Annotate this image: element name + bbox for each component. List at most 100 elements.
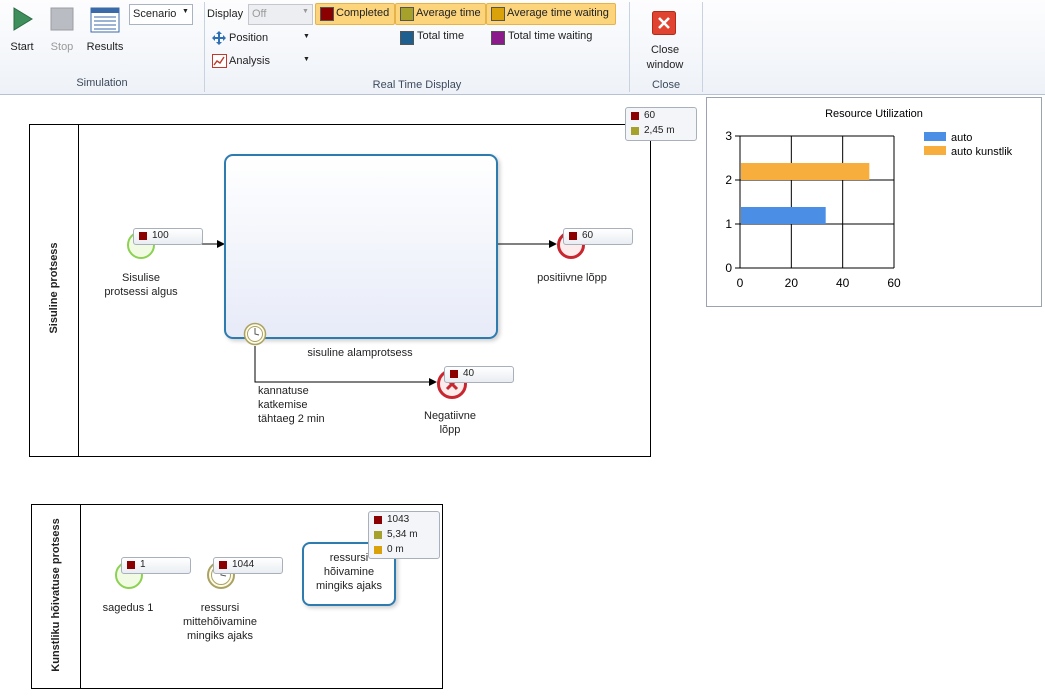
- completed-square-icon: [219, 561, 227, 569]
- start-button[interactable]: Start: [4, 4, 40, 58]
- subprocess-box[interactable]: [224, 154, 498, 339]
- legend-toggle-total-time[interactable]: Total time: [400, 30, 480, 46]
- scenario-value: Scenario: [133, 8, 177, 20]
- legend-toggle-completed[interactable]: Completed: [315, 3, 395, 25]
- boundary-timer-label: kannatuse katkemise tähtaeg 2 min: [258, 385, 325, 425]
- chevron-down-icon: ▼: [303, 56, 310, 63]
- chart-bar-auto-kunstlik: [741, 163, 870, 180]
- legend-toggle-total-time-waiting[interactable]: Total time waiting: [491, 30, 611, 46]
- chart-x-tick-label: 60: [887, 276, 901, 290]
- chevron-down-icon: ▼: [182, 8, 189, 15]
- completed-square-icon: [569, 232, 577, 240]
- group-divider: [629, 2, 630, 92]
- chart-bar-auto: [741, 207, 826, 224]
- scenario-dropdown[interactable]: Scenario ▼: [129, 4, 193, 25]
- chart-legend-swatch: [924, 132, 946, 141]
- chart-legend-swatch: [924, 146, 946, 155]
- close-label-line2: window: [646, 59, 684, 71]
- subprocess-label: sisuline alamprotsess: [307, 347, 413, 359]
- average-time-waiting-color-icon: [491, 7, 505, 21]
- chart-x-tick-label: 20: [785, 276, 799, 290]
- badge-value: 60: [582, 230, 594, 241]
- average-time-square-icon: [631, 127, 639, 135]
- stat-value: 0 m: [387, 544, 404, 555]
- legend-toggle-average-time[interactable]: Average time: [395, 3, 486, 25]
- close-icon: [652, 11, 676, 35]
- badge-value: 100: [152, 230, 169, 241]
- start-event-label: Sisulise protsessi algus: [104, 272, 178, 298]
- start-event-label: sagedus 1: [102, 602, 154, 614]
- completed-square-icon: [631, 112, 639, 120]
- close-window-button[interactable]: Close window: [632, 6, 698, 72]
- analysis-label: Analysis: [229, 55, 270, 67]
- completed-square-icon: [127, 561, 135, 569]
- boundary-timer-icon[interactable]: [243, 322, 267, 346]
- average-time-square-icon: [374, 531, 382, 539]
- pool-title: Kunstliku hõivatuse protsess: [50, 518, 62, 672]
- stop-icon: [50, 7, 74, 31]
- analysis-chart-icon: [212, 54, 227, 68]
- stop-button[interactable]: Stop: [44, 4, 80, 58]
- play-icon: [13, 7, 33, 31]
- chart-legend-label: auto: [951, 132, 972, 144]
- ribbon-toolbar: Start Stop Results Scenario ▼ Simulation…: [0, 0, 1045, 95]
- average-time-color-icon: [400, 7, 414, 21]
- negative-end-label: Negatiivne lõpp: [424, 410, 476, 436]
- start-event-count-badge: 1: [121, 557, 191, 574]
- chart-y-tick-label: 1: [725, 217, 732, 231]
- realtime-group-label: Real Time Display: [372, 79, 462, 91]
- chart-title: Resource Utilization: [825, 108, 923, 120]
- completed-square-icon: [139, 232, 147, 240]
- group-divider: [702, 2, 703, 92]
- chevron-down-icon: ▼: [303, 33, 310, 40]
- completed-square-icon: [374, 516, 382, 524]
- task-label: ressursi hõivamine mingiks ajaks: [315, 552, 383, 592]
- legend-completed-label: Completed: [336, 7, 390, 19]
- task-stats-box: 1043 5,34 m 0 m: [368, 511, 440, 559]
- stat-value: 2,45 m: [644, 125, 675, 136]
- total-time-color-icon: [400, 31, 414, 45]
- group-divider: [204, 2, 205, 92]
- completed-square-icon: [450, 370, 458, 378]
- chevron-down-icon: ▼: [302, 8, 309, 15]
- display-dropdown[interactable]: Off ▼: [248, 4, 313, 25]
- chart-y-tick-label: 2: [725, 173, 732, 187]
- move-arrows-icon: [212, 31, 226, 45]
- simulation-group-label: Simulation: [76, 77, 128, 89]
- chart-y-tick-label: 3: [725, 129, 732, 143]
- legend-total-time-label: Total time: [417, 30, 465, 42]
- analysis-menu-button[interactable]: Analysis ▼: [211, 53, 311, 71]
- badge-value: 40: [463, 368, 475, 379]
- results-button[interactable]: Results: [84, 4, 126, 58]
- legend-average-time-label: Average time: [416, 7, 481, 19]
- pool-title: Sisuline protsess: [48, 242, 60, 334]
- legend-toggle-average-time-waiting[interactable]: Average time waiting: [486, 3, 616, 25]
- chart-x-tick-label: 40: [836, 276, 850, 290]
- chart-x-tick-label: 0: [737, 276, 744, 290]
- positive-end-count-badge: 60: [563, 228, 633, 245]
- positive-end-label: positiivne lõpp: [537, 272, 607, 284]
- chart-legend-label: auto kunstlik: [951, 146, 1013, 158]
- results-label: Results: [86, 41, 124, 53]
- display-label: Display: [207, 8, 244, 20]
- pool-stats-box: 60 2,45 m: [625, 107, 697, 141]
- timer-event-label: ressursi mittehõivamine mingiks ajaks: [183, 602, 257, 642]
- task-box[interactable]: ressursi hõivamine mingiks ajaks: [302, 542, 396, 606]
- average-time-waiting-square-icon: [374, 546, 382, 554]
- badge-value: 1: [140, 559, 146, 570]
- total-time-waiting-color-icon: [491, 31, 505, 45]
- start-label: Start: [10, 41, 34, 53]
- timer-event-count-badge: 1044: [213, 557, 283, 574]
- display-value: Off: [252, 8, 267, 20]
- results-table-icon: [90, 7, 120, 33]
- close-label-line1: Close: [650, 44, 680, 56]
- position-label: Position: [229, 32, 269, 44]
- badge-value: 1044: [232, 559, 255, 570]
- completed-color-icon: [320, 7, 334, 21]
- stat-value: 1043: [387, 514, 410, 525]
- pool-header: Sisuline protsess: [30, 125, 79, 456]
- stop-label: Stop: [50, 41, 74, 53]
- negative-end-count-badge: 40: [444, 366, 514, 383]
- position-menu-button[interactable]: Position ▼: [211, 30, 311, 48]
